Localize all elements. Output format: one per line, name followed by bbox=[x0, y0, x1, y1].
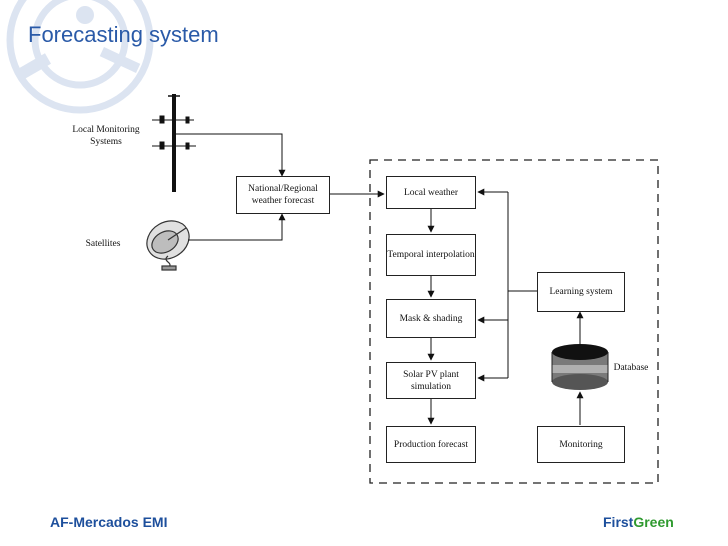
production-forecast-box: Production forecast bbox=[386, 426, 476, 463]
database-icon bbox=[551, 344, 609, 390]
footer-brand-green: Green bbox=[633, 514, 674, 530]
footer-company: AF-Mercados EMI bbox=[50, 514, 168, 530]
pv-simulation-box: Solar PV plant simulation bbox=[386, 362, 476, 399]
satellite-dish-icon bbox=[146, 220, 190, 271]
footer-brand-first: First bbox=[603, 514, 634, 530]
national-forecast-box: National/Regional weather forecast bbox=[236, 176, 330, 214]
system-boundary bbox=[369, 159, 659, 484]
footer-brand: FirstGreen bbox=[603, 514, 674, 530]
page-title: Forecasting system bbox=[28, 22, 219, 47]
monitoring-box: Monitoring bbox=[537, 426, 625, 463]
database-label: Database bbox=[613, 363, 649, 373]
temporal-interpolation-box: Temporal interpolation bbox=[386, 234, 476, 276]
local-monitoring-label: Local Monitoring Systems bbox=[72, 125, 140, 147]
local-weather-box: Local weather bbox=[386, 176, 476, 209]
mask-shading-box: Mask & shading bbox=[386, 299, 476, 338]
learning-system-box: Learning system bbox=[537, 272, 625, 312]
satellites-label: Satellites bbox=[85, 239, 121, 249]
weather-mast-icon bbox=[152, 94, 196, 192]
